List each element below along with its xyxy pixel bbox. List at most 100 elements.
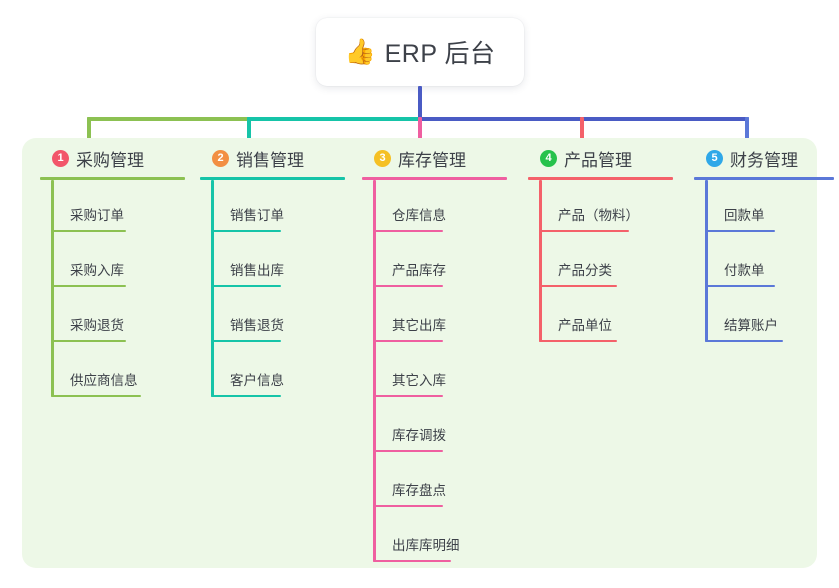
branch-drop-3 bbox=[418, 117, 422, 145]
list-item-label: 销售退货 bbox=[230, 318, 284, 333]
column-header-rule bbox=[200, 177, 345, 180]
list-item-rule bbox=[705, 285, 775, 287]
root-stem bbox=[418, 86, 422, 120]
list-item[interactable]: 仓库信息 bbox=[362, 180, 512, 235]
list-item[interactable]: 采购入库 bbox=[40, 235, 190, 290]
list-item-rule bbox=[373, 505, 443, 507]
list-item-rule bbox=[211, 285, 281, 287]
column-spine bbox=[211, 180, 214, 397]
list-item[interactable]: 库存盘点 bbox=[362, 455, 512, 510]
list-item[interactable]: 采购订单 bbox=[40, 180, 190, 235]
list-item[interactable]: 销售退货 bbox=[200, 290, 350, 345]
diagram-panel bbox=[22, 138, 817, 568]
list-item[interactable]: 库存调拨 bbox=[362, 400, 512, 455]
list-item-label: 结算账户 bbox=[724, 318, 778, 333]
column-销售管理: 2 销售管理销售订单销售出库销售退货客户信息 bbox=[200, 145, 350, 400]
list-item-rule bbox=[211, 395, 281, 397]
list-item[interactable]: 结算账户 bbox=[694, 290, 839, 345]
list-item-rule bbox=[51, 340, 126, 342]
number-badge-icon: 1 bbox=[52, 149, 69, 167]
column-items: 仓库信息产品库存其它出库其它入库库存调拨库存盘点出库库明细 bbox=[362, 180, 512, 565]
list-item-rule bbox=[705, 230, 775, 232]
list-item-label: 产品库存 bbox=[392, 263, 446, 278]
list-item[interactable]: 采购退货 bbox=[40, 290, 190, 345]
column-header[interactable]: 4 产品管理 bbox=[528, 145, 678, 171]
column-items: 采购订单采购入库采购退货供应商信息 bbox=[40, 180, 190, 400]
list-item-rule bbox=[211, 230, 281, 232]
column-采购管理: 1 采购管理采购订单采购入库采购退货供应商信息 bbox=[40, 145, 190, 400]
root-node[interactable]: 👍 ERP 后台 bbox=[316, 18, 524, 86]
column-title: 产品管理 bbox=[564, 150, 632, 170]
column-spine bbox=[373, 180, 376, 562]
list-item-rule bbox=[373, 450, 443, 452]
list-item-rule bbox=[705, 340, 783, 342]
column-items: 产品（物料） 产品分类产品单位 bbox=[528, 180, 678, 345]
number-badge-icon: 4 bbox=[540, 149, 557, 167]
root-title: ERP 后台 bbox=[384, 40, 496, 68]
column-header[interactable]: 5 财务管理 bbox=[694, 145, 839, 171]
list-item-rule bbox=[539, 230, 629, 232]
list-item-label: 供应商信息 bbox=[70, 373, 138, 388]
column-items: 回款单付款单结算账户 bbox=[694, 180, 839, 345]
list-item-rule bbox=[373, 285, 443, 287]
column-header-rule bbox=[362, 177, 507, 180]
list-item[interactable]: 其它入库 bbox=[362, 345, 512, 400]
list-item-rule bbox=[373, 395, 443, 397]
list-item-label: 产品分类 bbox=[558, 263, 612, 278]
column-spine bbox=[705, 180, 708, 342]
list-item-label: 库存盘点 bbox=[392, 483, 446, 498]
list-item-label: 销售出库 bbox=[230, 263, 284, 278]
column-items: 销售订单销售出库销售退货客户信息 bbox=[200, 180, 350, 400]
bus-segment-left bbox=[87, 117, 251, 121]
list-item-label: 采购订单 bbox=[70, 208, 124, 223]
column-header-rule bbox=[40, 177, 185, 180]
list-item-label: 产品单位 bbox=[558, 318, 612, 333]
list-item[interactable]: 产品分类 bbox=[528, 235, 678, 290]
list-item-label: 采购入库 bbox=[70, 263, 124, 278]
column-header-rule bbox=[694, 177, 834, 180]
number-badge-icon: 3 bbox=[374, 149, 391, 167]
list-item-label: 仓库信息 bbox=[392, 208, 446, 223]
list-item-rule bbox=[539, 340, 617, 342]
number-badge-icon: 5 bbox=[706, 149, 723, 167]
list-item-rule bbox=[51, 395, 141, 397]
list-item-label: 出库库明细 bbox=[392, 538, 460, 553]
thumbs-up-icon: 👍 bbox=[344, 37, 376, 66]
column-header[interactable]: 2 销售管理 bbox=[200, 145, 350, 171]
column-title: 财务管理 bbox=[730, 150, 798, 170]
list-item-rule bbox=[539, 285, 617, 287]
list-item-label: 其它出库 bbox=[392, 318, 446, 333]
column-title: 销售管理 bbox=[236, 150, 304, 170]
list-item-rule bbox=[51, 230, 126, 232]
list-item-label: 销售订单 bbox=[230, 208, 284, 223]
bus-segment-middle bbox=[247, 117, 422, 121]
list-item[interactable]: 客户信息 bbox=[200, 345, 350, 400]
list-item[interactable]: 产品单位 bbox=[528, 290, 678, 345]
list-item[interactable]: 销售订单 bbox=[200, 180, 350, 235]
branch-drop-2 bbox=[247, 117, 251, 145]
list-item-label: 采购退货 bbox=[70, 318, 124, 333]
list-item[interactable]: 回款单 bbox=[694, 180, 839, 235]
list-item[interactable]: 付款单 bbox=[694, 235, 839, 290]
column-title: 采购管理 bbox=[76, 150, 144, 170]
list-item-rule bbox=[373, 340, 443, 342]
list-item[interactable]: 其它出库 bbox=[362, 290, 512, 345]
number-badge-icon: 2 bbox=[212, 149, 229, 167]
list-item[interactable]: 产品库存 bbox=[362, 235, 512, 290]
list-item[interactable]: 供应商信息 bbox=[40, 345, 190, 400]
list-item[interactable]: 销售出库 bbox=[200, 235, 350, 290]
list-item[interactable]: 产品（物料） bbox=[528, 180, 678, 235]
list-item-rule bbox=[51, 285, 126, 287]
list-item-label: 付款单 bbox=[724, 263, 765, 278]
column-产品管理: 4 产品管理产品（物料） 产品分类产品单位 bbox=[528, 145, 678, 345]
column-财务管理: 5 财务管理回款单付款单结算账户 bbox=[694, 145, 839, 345]
list-item-label: 回款单 bbox=[724, 208, 765, 223]
branch-drop-5 bbox=[745, 117, 749, 145]
list-item[interactable]: 出库库明细 bbox=[362, 510, 512, 565]
list-item-label: 其它入库 bbox=[392, 373, 446, 388]
column-header[interactable]: 1 采购管理 bbox=[40, 145, 190, 171]
list-item-label: 库存调拨 bbox=[392, 428, 446, 443]
branch-drop-4 bbox=[580, 117, 584, 145]
